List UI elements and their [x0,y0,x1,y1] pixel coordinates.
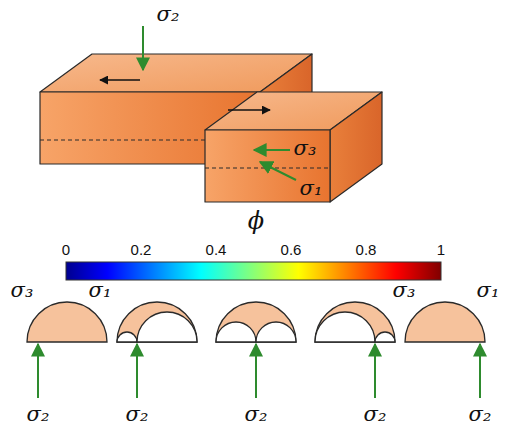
mohr-circle [315,312,375,342]
mohr-circle [27,302,107,342]
tick-label: 0.6 [281,241,302,258]
stress-arrow [260,162,296,180]
stress-label: σ₂ [245,402,268,426]
tick-label: 0 [62,241,70,258]
stress-arrow [136,344,138,398]
mohr-circle [216,322,256,342]
stress-arrow [37,344,39,398]
colorbar-title: ϕ [248,208,264,236]
stress-label: σ₁ [300,176,323,200]
front-block [205,92,382,202]
block-face [330,92,382,202]
stress-label: σ₂ [364,402,387,426]
mohr-circle [315,302,395,342]
stress-label: σ₃ [294,136,317,160]
tick-label: 0.2 [131,241,152,258]
hidden-edge [40,140,205,141]
stress-label: σ₃ [11,278,34,302]
tick-label: 0.4 [206,241,227,258]
hidden-edge [205,168,330,169]
colorbar [66,262,441,280]
stress-arrow [142,26,144,70]
mohr-circle [117,302,197,342]
mohr-circles [27,302,485,398]
stress-label: σ₂ [157,2,180,26]
mohr-circle [405,302,485,342]
mohr-circle [256,322,296,342]
stress-arrow [255,344,257,398]
mohr-circle [117,332,137,342]
stress-label: σ₂ [469,402,492,426]
slip-arrow [228,109,270,111]
stress-label: σ₁ [89,278,112,302]
mohr-circle [137,312,197,342]
mohr-circle [375,332,395,342]
slip-arrow [100,79,140,81]
tick-label: 1 [437,241,445,258]
block-face [205,130,330,202]
mohr-circle [216,302,296,342]
tick-label: 0.8 [356,241,377,258]
stress-arrow [479,344,481,398]
stress-label: σ₁ [477,278,500,302]
stress-label: σ₂ [126,402,149,426]
stress-arrow [374,344,376,398]
stress-arrow [254,149,290,151]
stress-label: σ₂ [27,402,50,426]
stress-label: σ₃ [393,278,416,302]
